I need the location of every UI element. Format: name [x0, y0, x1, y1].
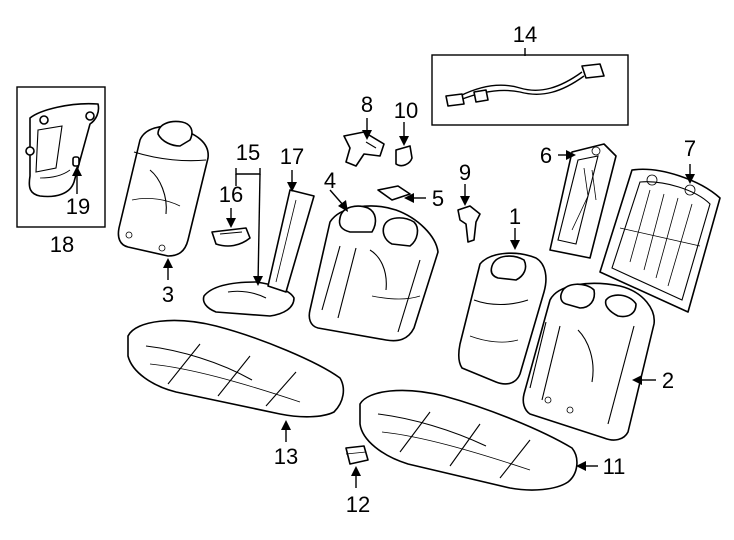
callout-9: 9: [459, 160, 471, 185]
part-12-block: [345, 445, 369, 465]
part-5-cover: [377, 185, 411, 201]
part-9-hook: [457, 205, 481, 243]
part-7-back-frame: [599, 168, 721, 313]
callout-17: 17: [280, 144, 304, 169]
callout-12: 12: [346, 492, 370, 517]
part-2-seat-back: [522, 282, 655, 441]
part-13-seat-cushion: [127, 319, 345, 418]
part-8-latch-bracket: [343, 131, 385, 167]
part-1-seat-back: [457, 252, 547, 385]
callout-8: 8: [361, 92, 373, 117]
part-4-rear-seat-back: [308, 205, 439, 342]
callout-13: 13: [274, 444, 298, 469]
inset-box-18: [16, 86, 106, 228]
callout-11: 11: [603, 454, 626, 479]
part-15-armrest-pad: [202, 281, 295, 317]
callout-19: 19: [66, 194, 90, 219]
callout-14: 14: [513, 22, 537, 47]
callout-labels: 1 2 3 4 5 6 7 8 9 10 11 12 13 14 15 16 1…: [50, 22, 696, 517]
leader-lines: [72, 48, 695, 488]
callout-6: 6: [540, 143, 552, 168]
part-17-trim-strip: [267, 189, 315, 293]
callout-1: 1: [509, 204, 521, 229]
callout-10: 10: [394, 98, 418, 123]
callout-4: 4: [324, 168, 336, 193]
callout-5: 5: [432, 186, 444, 211]
part-14-cable: [431, 54, 629, 126]
part-10-cap: [395, 145, 413, 167]
part-16-clip: [211, 227, 251, 247]
callout-3: 3: [162, 282, 174, 307]
callout-18: 18: [50, 232, 74, 257]
part-3-seat-back-cover: [117, 120, 209, 257]
callout-7: 7: [684, 136, 696, 161]
callout-2: 2: [662, 368, 674, 393]
part-6-back-frame: [549, 143, 617, 259]
part-11-seat-cushion: [359, 389, 578, 491]
callout-15: 15: [236, 140, 260, 165]
callout-16: 16: [219, 182, 243, 207]
